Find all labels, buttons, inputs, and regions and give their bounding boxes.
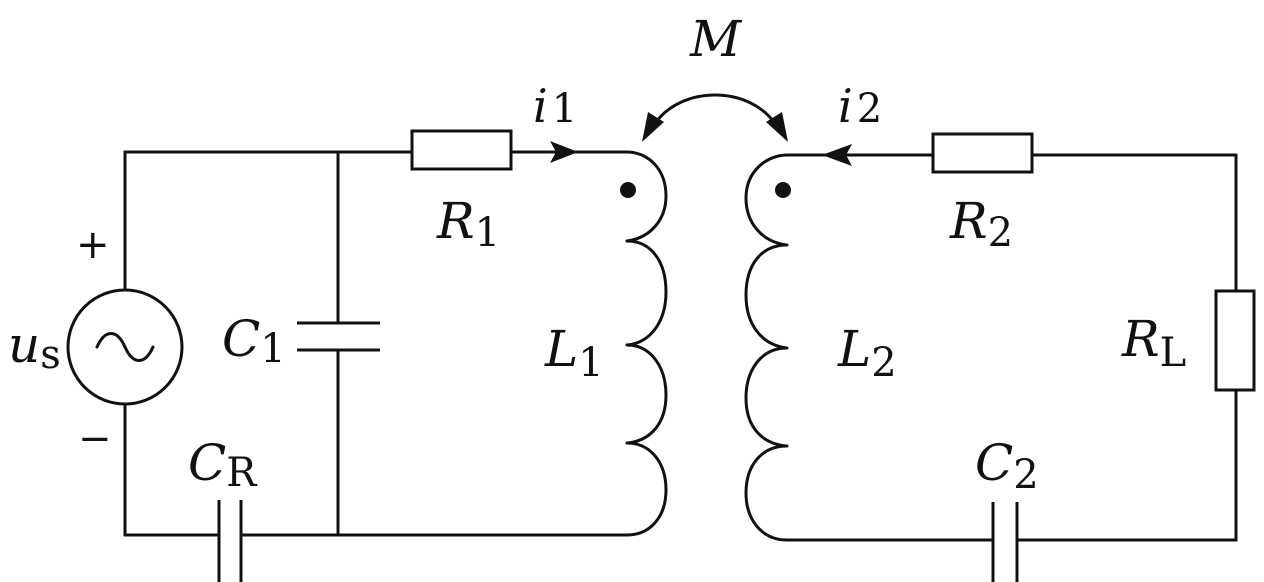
inductor-l1: [625, 150, 668, 537]
dot-l2: [775, 182, 791, 198]
label-r2: R2: [949, 192, 1013, 256]
label-rl: RL: [1121, 310, 1186, 376]
label-m: M: [689, 10, 743, 68]
label-us: us: [8, 316, 61, 378]
label-l2: L2: [837, 320, 897, 386]
resistor-r1: [410, 129, 513, 171]
resistor-r2: [931, 132, 1034, 174]
capacitor-c1: [297, 321, 380, 352]
secondary-wires: [785, 153, 1238, 542]
label-c2: C2: [975, 434, 1039, 498]
primary-wires: [123, 150, 629, 537]
voltage-source: [66, 288, 184, 406]
label-cr: CR: [188, 434, 258, 496]
mutual-coupling-arrow: [642, 93, 788, 142]
plus-sign: +: [76, 222, 110, 268]
label-r1: R1: [436, 192, 500, 256]
label-l1: L1: [544, 320, 604, 386]
dot-l1: [620, 182, 636, 198]
minus-sign: −: [78, 416, 112, 462]
capacitor-cr: [217, 500, 243, 582]
capacitor-c2: [991, 502, 1019, 582]
inductor-l2: [744, 153, 789, 542]
arrow-i1: [550, 141, 578, 163]
resistor-rl: [1214, 289, 1256, 392]
label-c1: C1: [222, 310, 286, 372]
sine-wave-icon: [95, 332, 155, 362]
arrow-i2: [822, 144, 852, 166]
